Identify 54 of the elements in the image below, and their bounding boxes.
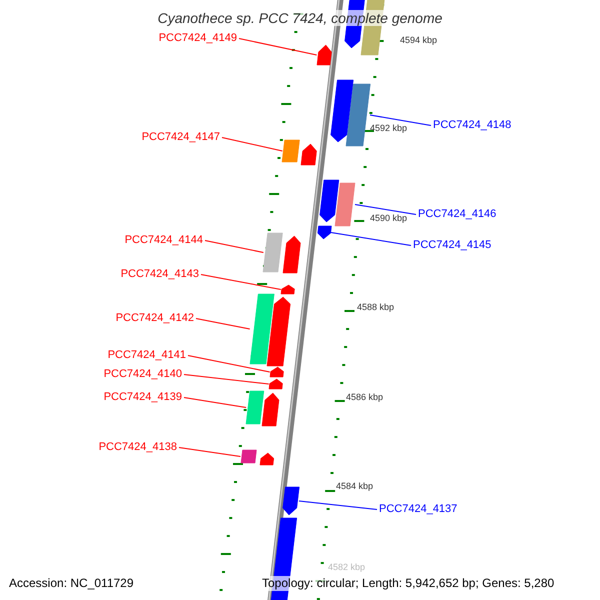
gene-feature	[316, 45, 332, 65]
gene-label: PCC7424_4144	[124, 234, 203, 247]
gene-label: PCC7424_4143	[120, 268, 199, 281]
gene-feature	[335, 183, 355, 226]
leader-line	[222, 137, 283, 152]
footer-text: Accession: NC_011729	[9, 576, 134, 591]
gene-feature	[262, 393, 280, 426]
gene-feature	[246, 391, 264, 424]
gene-feature	[263, 233, 283, 272]
gene-feature	[282, 487, 299, 515]
gene-label: PCC7424_4146	[418, 208, 496, 221]
leader-line	[330, 232, 412, 246]
gene-feature	[346, 84, 370, 146]
gene-feature	[319, 180, 339, 222]
gene-label: PCC7424_4138	[98, 441, 177, 454]
gene-label: PCC7424_4148	[433, 119, 512, 132]
leader-line	[204, 240, 264, 253]
tick-label: 4582 kbp	[328, 562, 366, 573]
gene-label: PCC7424_4142	[116, 312, 194, 325]
gene-label: PCC7424_4145	[413, 239, 492, 252]
leader-line	[200, 274, 282, 290]
gene-label: PCC7424_4139	[104, 391, 182, 404]
gene-feature	[300, 144, 317, 165]
gene-feature	[268, 379, 283, 389]
gene-feature	[282, 236, 301, 273]
tick-label: 4584 kbp	[336, 481, 374, 492]
leader-line	[184, 397, 247, 408]
tick-label: 4592 kbp	[370, 123, 408, 134]
footer-text: Topology: circular; Length: 5,942,652 bp; Genes: 5,280	[262, 576, 554, 591]
gene-label: PCC7424_4137	[379, 503, 458, 516]
tick-label: 4586 kbp	[346, 392, 384, 403]
title: Cyanothece sp. PCC 7424, complete genome	[158, 10, 442, 26]
tick-label: 4588 kbp	[357, 302, 394, 313]
tick-label: 4594 kbp	[400, 35, 438, 46]
leader-line	[354, 204, 416, 215]
leader-line	[238, 38, 318, 56]
leader-line	[196, 318, 250, 330]
leader-line	[178, 447, 241, 457]
gene-feature	[280, 285, 295, 294]
gene-label: PCC7424_4140	[104, 368, 182, 381]
tick-label: 4590 kbp	[370, 213, 408, 224]
gene-label: PCC7424_4149	[158, 32, 237, 45]
gene-feature	[260, 453, 274, 465]
leader-line	[188, 355, 270, 372]
leader-line	[370, 114, 432, 126]
leader-line	[184, 374, 270, 384]
gene-feature	[240, 450, 256, 463]
gene-label: PCC7424_4147	[142, 131, 220, 144]
gene-feature	[330, 80, 353, 142]
gene-feature	[250, 294, 274, 364]
gene-label: PCC7424_4141	[108, 349, 186, 362]
leader-line	[298, 500, 378, 510]
gene-feature	[316, 226, 331, 239]
gene-feature	[282, 140, 300, 162]
